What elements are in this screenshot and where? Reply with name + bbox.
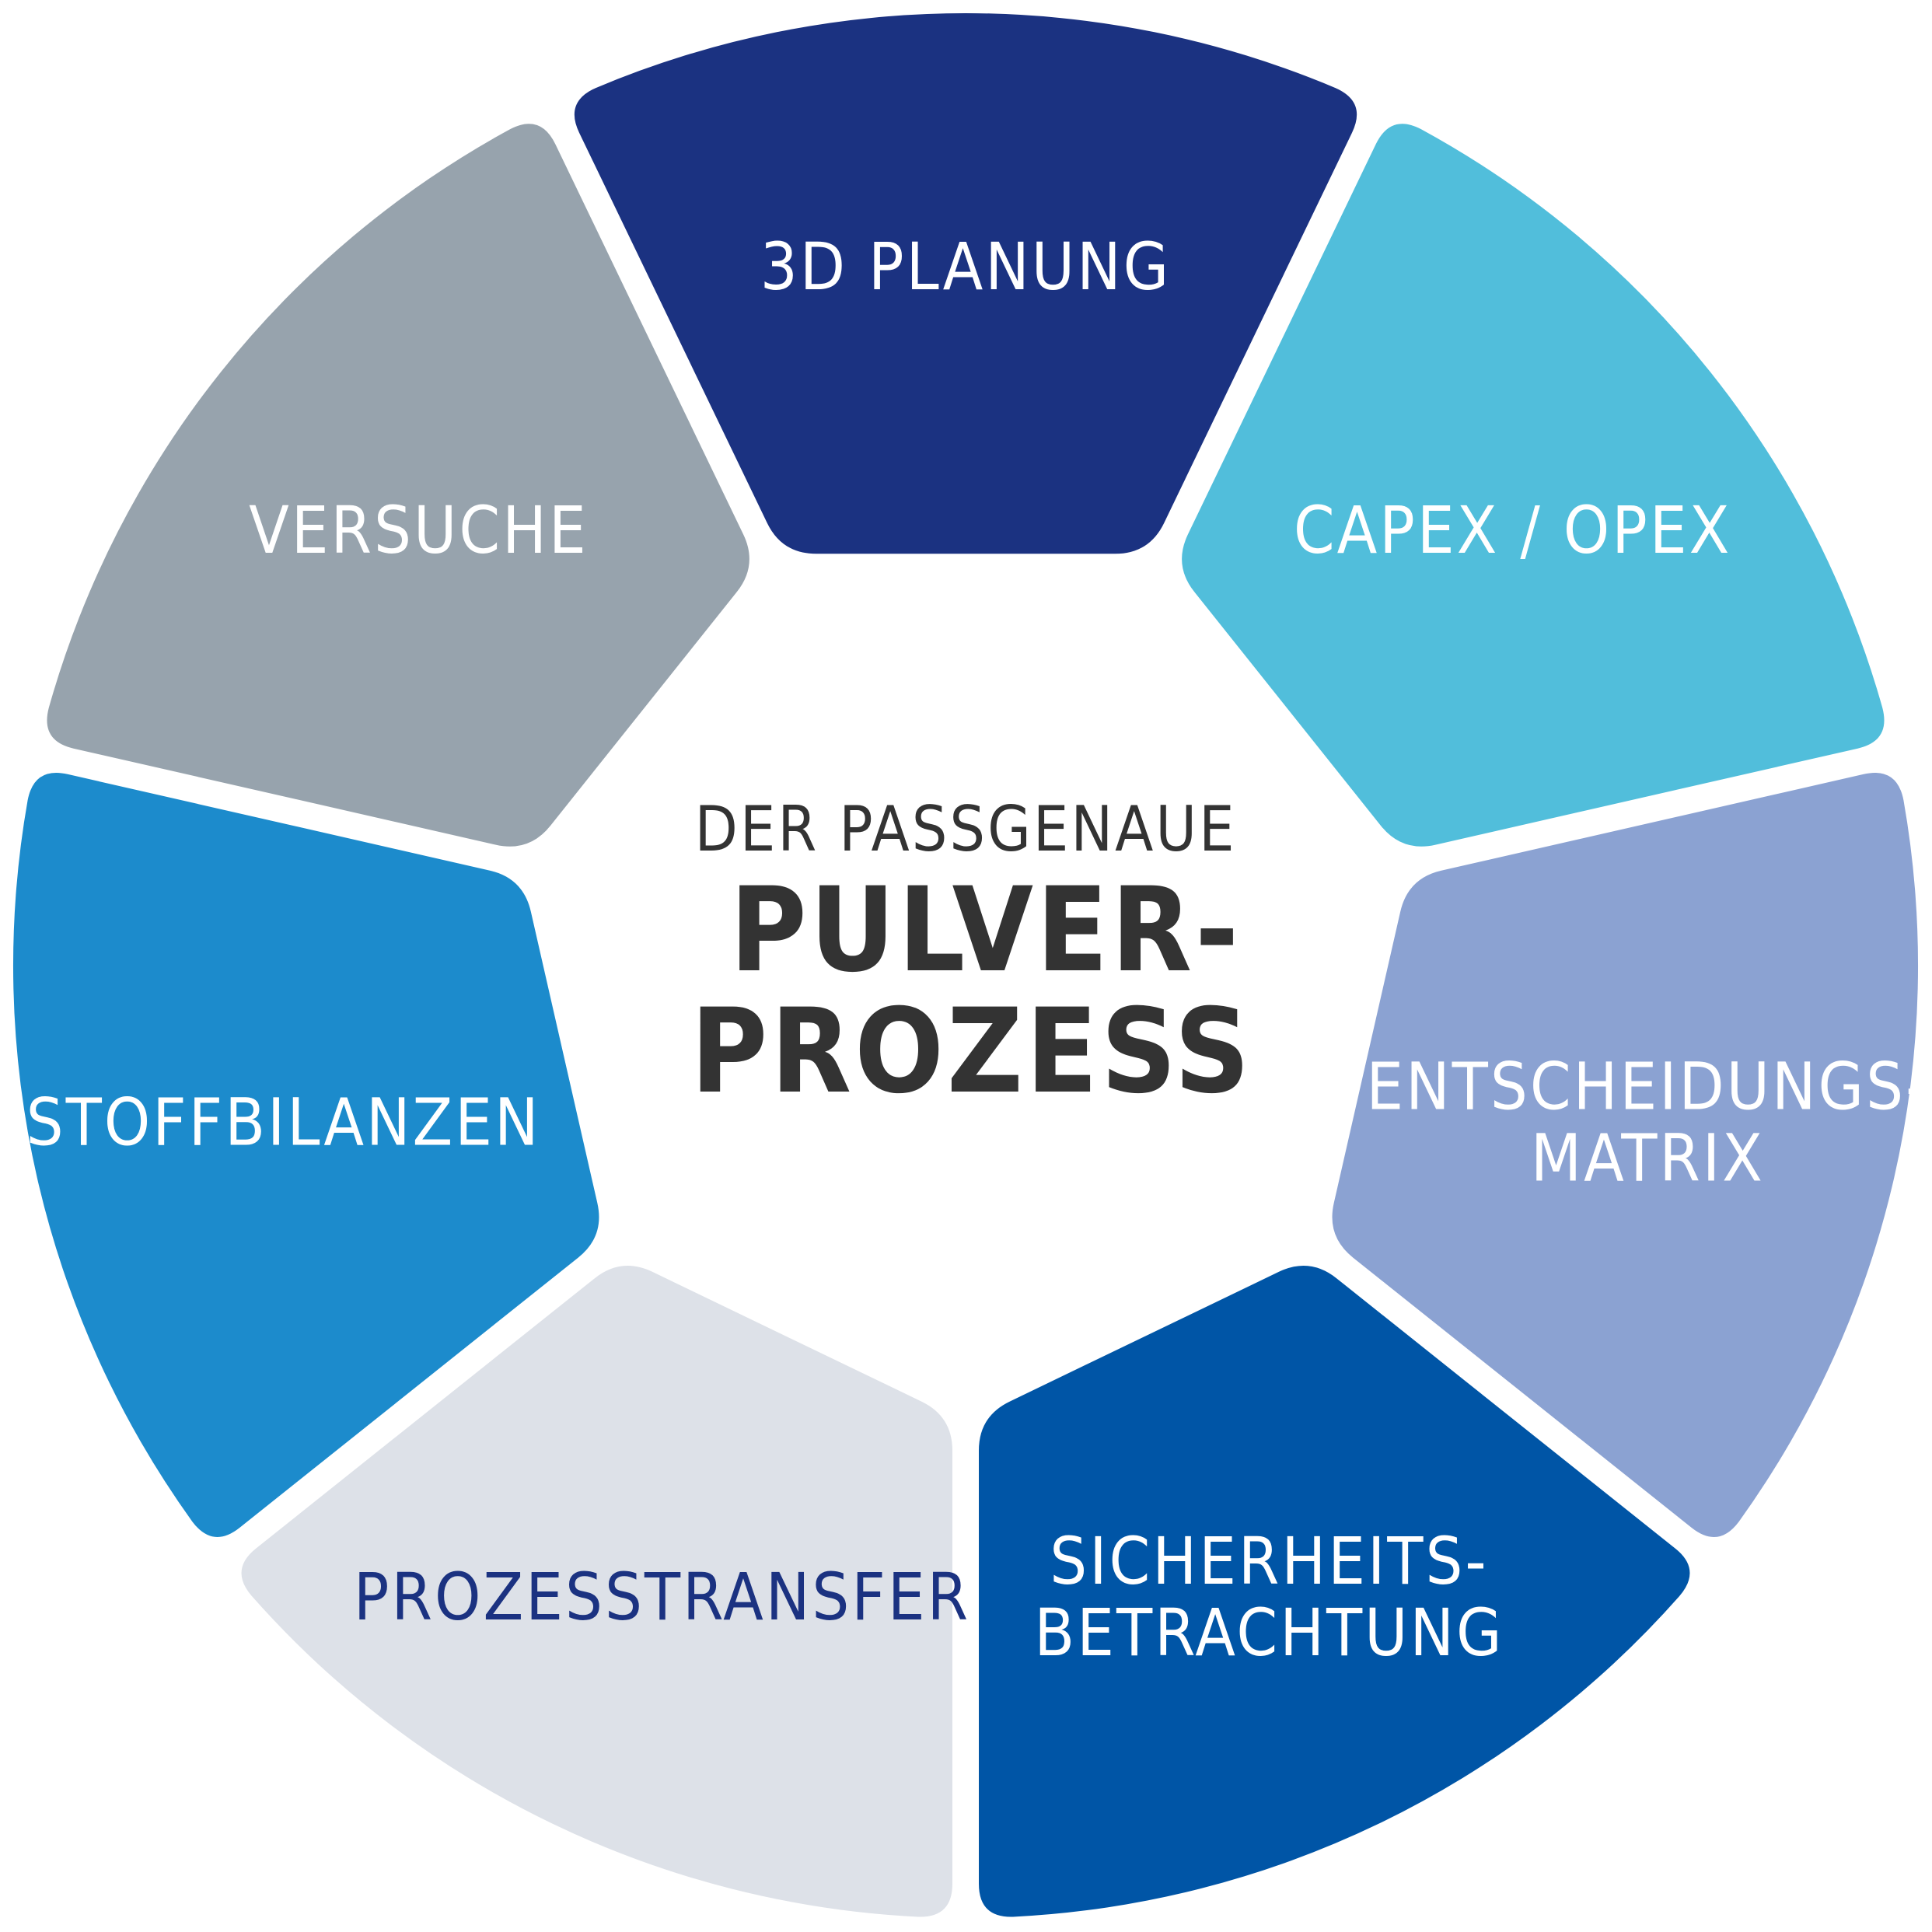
segment-label-line: PROZESSTRANSFER [354,1559,970,1635]
segment-entscheidungsmatrix [1332,772,1919,1537]
segment-label-line: STOFFBILANZEN [26,1084,541,1160]
segment-label-line: SICHERHEITS- [1050,1523,1488,1599]
segment-label-versuche: VERSUCHE [249,492,589,568]
center-title: DER PASSGENAUE PULVER- PROZESS [690,793,1252,1120]
segment-layer [12,12,1919,1917]
segment-prozesstransfer [241,1266,953,1917]
segment-label-line: CAPEX / OPEX [1294,492,1732,568]
segment-label-line: 3D PLANUNG [760,229,1171,305]
segment-label-line: MATRIX [1531,1120,1765,1196]
segment-label-line: BETRACHTUNG [1034,1595,1504,1671]
segment-3d-planung [574,12,1357,554]
center-title-line-1: PULVER- [730,863,1242,998]
segment-label-stoffbilanzen: STOFFBILANZEN [26,1084,541,1160]
center-title-line-2: PROZESS [690,984,1252,1120]
segment-capex-opex [1182,124,1885,847]
center-subtitle: DER PASSGENAUE [694,793,1236,865]
segment-versuche [47,124,749,847]
label-layer: 3D PLANUNG CAPEX / OPEX ENTSCHEIDUNGS-MATR… [26,229,1929,1671]
segment-label-line: ENTSCHEIDUNGS- [1366,1048,1929,1124]
segment-label-prozesstransfer: PROZESSTRANSFER [354,1559,970,1635]
segment-sicherheitsbetrachtung [979,1266,1690,1917]
segment-label-line: VERSUCHE [249,492,589,568]
segment-label-entscheidungsmatrix: ENTSCHEIDUNGS-MATRIX [1366,1048,1929,1196]
segment-label-sicherheitsbetrachtung: SICHERHEITS-BETRACHTUNG [1034,1523,1504,1671]
segment-label-capex-opex: CAPEX / OPEX [1294,492,1732,568]
segment-stoffbilanzen [12,772,599,1537]
segment-label-3d-planung: 3D PLANUNG [760,229,1171,305]
